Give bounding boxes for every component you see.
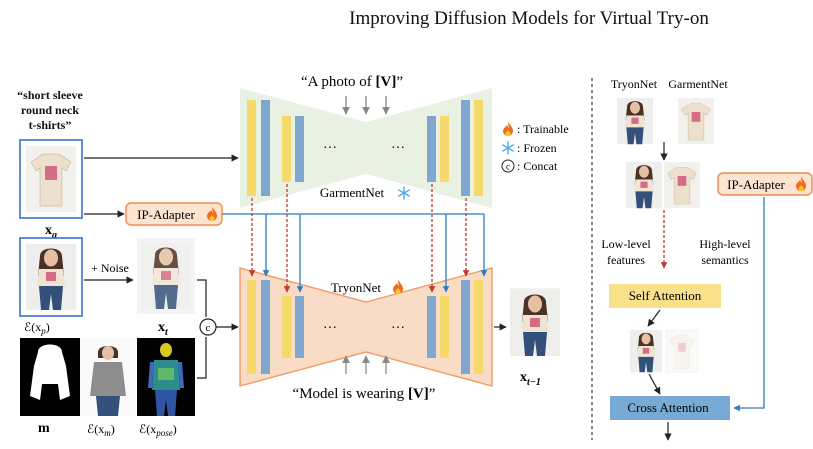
rp-tryon-input-image [617,98,653,145]
noisy-to-concat-line [197,279,207,317]
garmentnet-dots-left: ··· [323,141,337,156]
rp-low-level-label-2: features [607,253,645,267]
rp-cross-attention-label: Cross Attention [627,400,709,415]
ip-adapter-box: IP-Adapter [125,202,223,226]
rp-high-level-label-1: High-level [699,237,751,251]
tryonnet-dots-left: ··· [323,321,337,336]
exp-label: ℰ(xp) [24,320,50,336]
noisy-image [137,238,195,314]
rp-self-attention-box [609,284,721,308]
ip-adapter-arrows [222,213,488,293]
xt1-label: xt−1 [520,370,541,388]
legend-frozen: : Frozen [517,141,557,155]
diagram-title: Improving Diffusion Models for Virtual T… [349,8,709,29]
exm-label: ℰ(xm) [87,422,115,438]
tryonnet-label: TryonNet [331,280,381,295]
rp-self-attention-label: Self Attention [629,288,702,303]
rp-ip-adapter-label: IP-Adapter [727,177,785,192]
tryonnet-blocks [247,280,483,374]
rp-garmentnet-label: GarmentNet [668,77,728,91]
concat-icon-letter: c [506,162,510,172]
garmentnet-text-arrows [342,96,390,115]
legend: : Trainable : Frozen c : Concat [501,122,569,173]
prompt-line-1: “short sleeve [17,88,83,102]
xg-label: xg [45,223,57,241]
garmentnet-label: GarmentNet [320,185,385,200]
m-label: m [38,421,50,436]
masked-person-image [80,338,136,416]
ip-adapter-label: IP-Adapter [137,207,195,222]
garmentnet-dots-right: ··· [391,141,405,156]
rp-arrow-3 [648,373,661,395]
rp-arrow-2 [647,309,661,327]
garment-prompt: “short sleeve round neck t-shirts” [17,88,83,132]
pose-image [137,338,195,416]
legend-concat: : Concat [517,159,558,173]
garmentnet-caption: “A photo of [V]” [301,74,403,90]
pose-to-concat-line [197,337,207,379]
garmentnet-blocks [247,100,483,196]
xt-label: xt [158,320,169,338]
attention-detail-panel: TryonNet GarmentNet Low-level features I… [601,77,813,441]
person-image [19,237,83,317]
tryonnet-dots-right: ··· [391,321,405,336]
rp-cross-attention-box [610,396,730,420]
tryonnet-fire-icon [393,280,403,294]
garment-image [19,139,83,219]
tryonnet-caption: “Model is wearing [V]” [293,386,436,402]
concat-symbol: c [206,322,211,334]
rp-attention-output-images [630,329,699,373]
prompt-line-2: round neck [21,103,79,117]
rp-high-level-label-2: semantics [701,253,749,267]
feature-transfer-arrows [248,184,470,293]
rp-high-level-arrow [733,197,765,412]
rp-concat-images [626,161,701,209]
mask-image [20,338,80,416]
output-image [510,288,560,356]
noise-label: + Noise [91,261,129,275]
rp-garment-input-image [677,97,715,145]
rp-low-level-label-1: Low-level [601,237,651,251]
frozen-icon [502,141,514,155]
rp-ip-adapter-box [717,172,813,196]
rp-tryonnet-label: TryonNet [611,77,658,91]
concat-icon [501,159,515,173]
prompt-line-3: t-shirts” [29,118,72,132]
tryonnet-text-arrows [342,355,390,374]
legend-trainable: : Trainable [517,122,569,136]
garmentnet-frozen-icon [398,186,410,200]
expose-label: ℰ(xpose) [139,422,177,438]
trainable-icon [503,122,513,136]
